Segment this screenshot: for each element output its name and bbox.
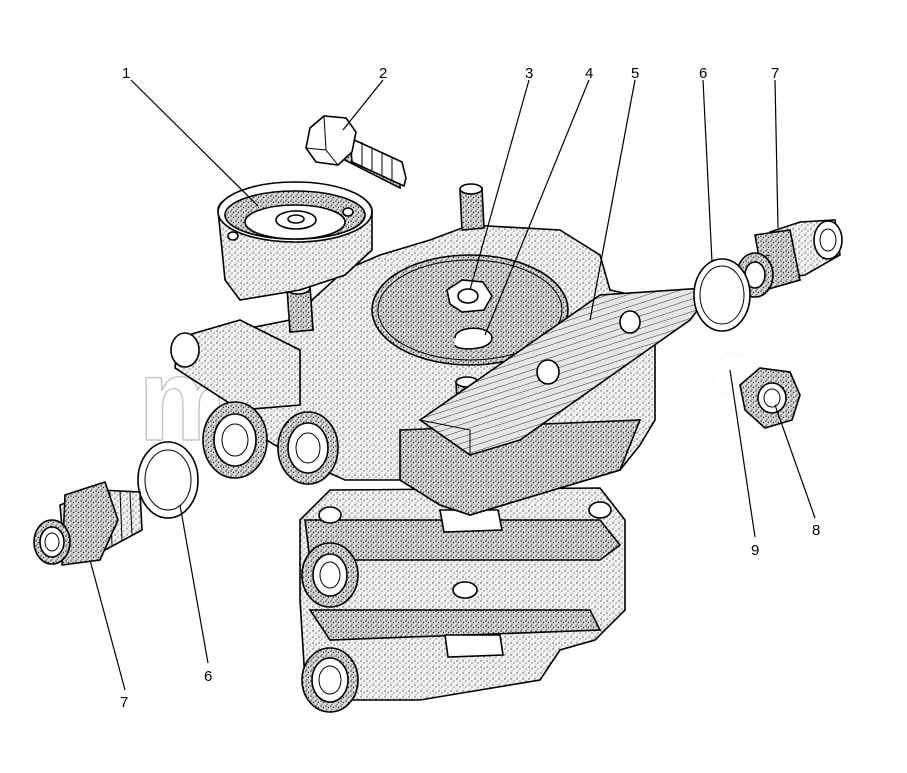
- right-washer: [693, 258, 751, 332]
- leader-lines: [89, 79, 816, 691]
- right-fitting: [736, 219, 843, 298]
- callout-4: 4: [585, 65, 593, 82]
- valve-body: [170, 181, 706, 713]
- callout-5: 5: [631, 65, 639, 82]
- left-washer: [137, 441, 199, 519]
- callout-2: 2: [379, 65, 387, 82]
- left-fitting: [33, 480, 143, 566]
- callout-3: 3: [525, 65, 533, 82]
- callout-7-right: 7: [771, 65, 779, 82]
- callout-9: 9: [751, 542, 759, 559]
- callout-6-right: 6: [699, 65, 707, 82]
- nut-part: [739, 367, 801, 429]
- callout-6-left: 6: [204, 668, 212, 685]
- bolt-part: [305, 115, 407, 190]
- callout-7-left: 7: [120, 694, 128, 711]
- callout-8: 8: [812, 522, 820, 539]
- callout-1: 1: [122, 65, 130, 82]
